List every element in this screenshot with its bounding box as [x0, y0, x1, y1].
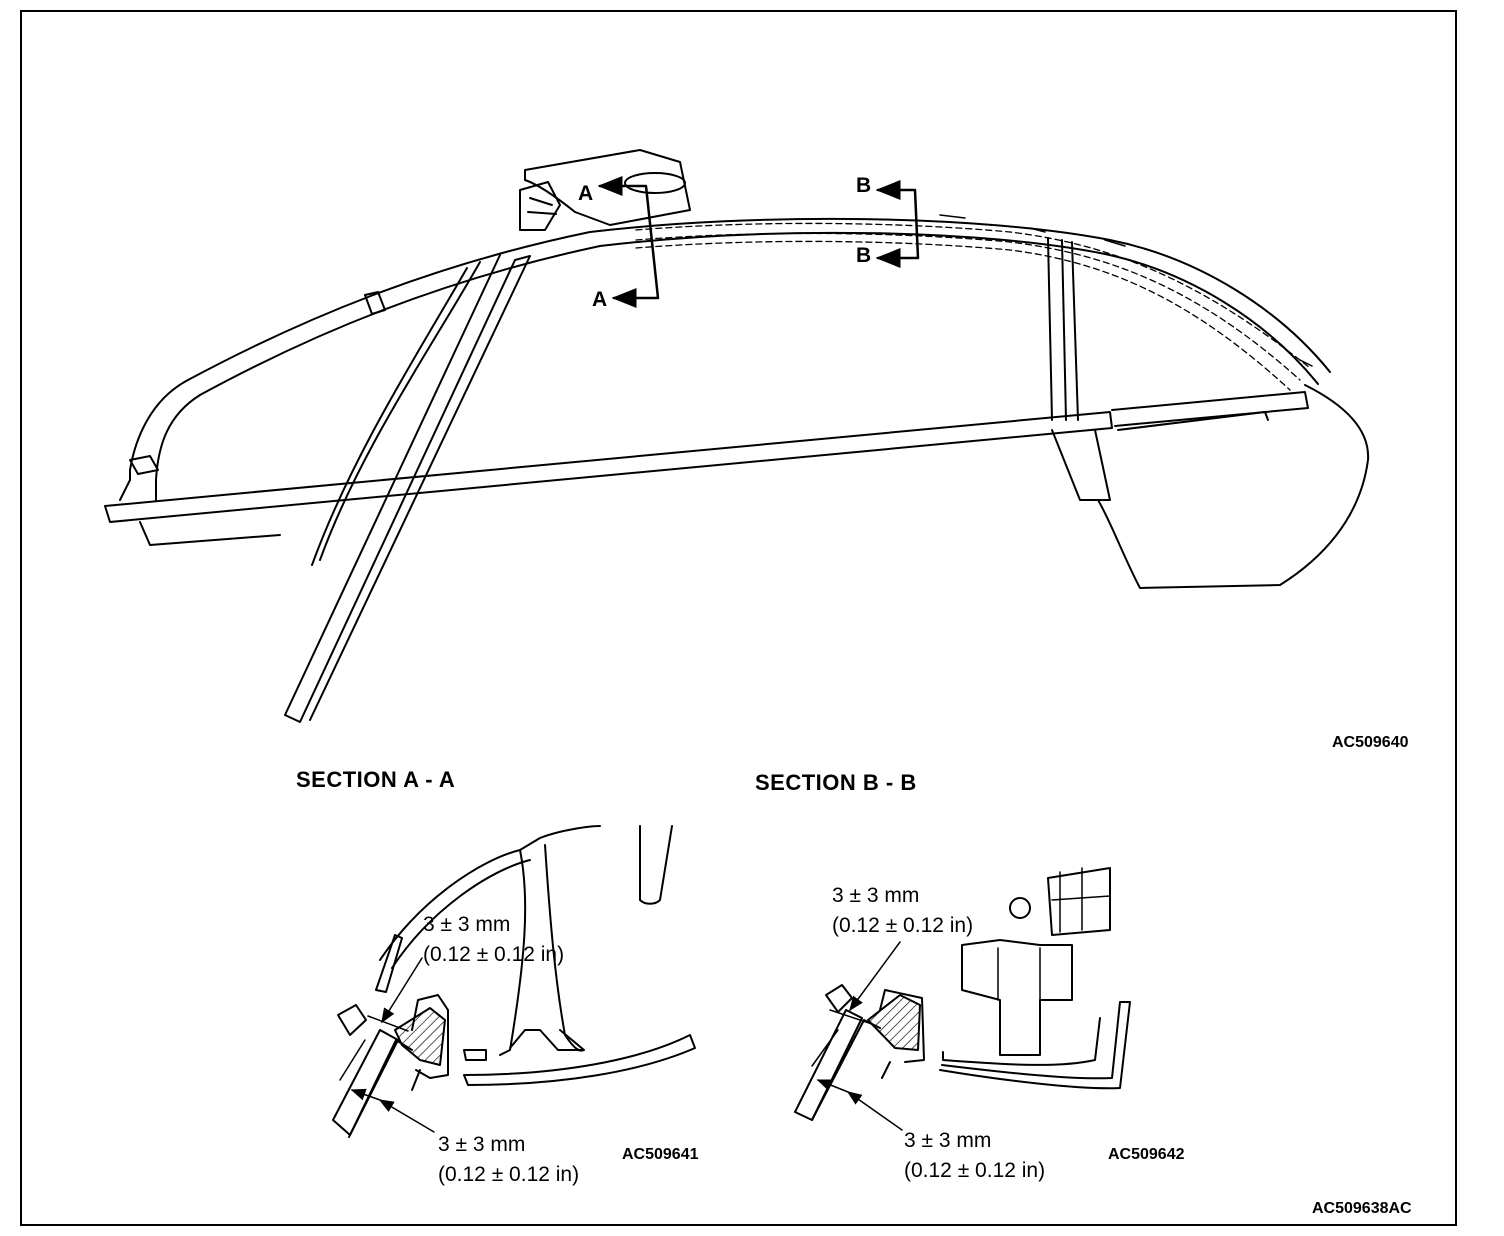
section-a-dim-bottom-metric: 3 ± 3 mm — [438, 1133, 526, 1156]
section-cut-b — [875, 180, 920, 268]
section-b-leaders — [811, 941, 903, 1131]
section-a-code: AC509641 — [622, 1146, 699, 1163]
section-b-code: AC509642 — [1108, 1146, 1185, 1163]
section-a-dim-bottom-imperial: (0.12 ± 0.12 in) — [438, 1163, 580, 1186]
section-a-leaders — [339, 957, 435, 1133]
section-a-title: SECTION A - A — [296, 767, 456, 792]
section-a-dim-top-imperial: (0.12 ± 0.12 in) — [423, 943, 565, 966]
section-b-dim-bottom-metric: 3 ± 3 mm — [904, 1129, 992, 1152]
section-cut-a — [597, 176, 660, 308]
main-view-code: AC509640 — [1332, 734, 1409, 751]
section-b-dim-bottom: 3 ± 3 mm (0.12 ± 0.12 in) — [904, 1126, 1045, 1186]
section-b-dim-top-imperial: (0.12 ± 0.12 in) — [832, 914, 974, 937]
section-a-drawing — [332, 825, 696, 1138]
section-b-dim-top-metric: 3 ± 3 mm — [832, 884, 920, 907]
section-b-dim-bottom-imperial: (0.12 ± 0.12 in) — [904, 1159, 1046, 1182]
callout-b-top: B — [856, 174, 872, 197]
figure-code: AC509638AC — [1312, 1200, 1412, 1217]
section-a-dim-top-metric: 3 ± 3 mm — [423, 913, 511, 936]
section-a-dim-top: 3 ± 3 mm (0.12 ± 0.12 in) — [423, 910, 564, 970]
section-a-dim-bottom: 3 ± 3 mm (0.12 ± 0.12 in) — [438, 1130, 579, 1190]
callout-a-bottom: A — [592, 288, 608, 311]
section-b-dim-top: 3 ± 3 mm (0.12 ± 0.12 in) — [832, 881, 973, 941]
callout-a-top: A — [578, 182, 594, 205]
section-b-title: SECTION B - B — [755, 770, 917, 795]
figure-frame — [20, 10, 1457, 1226]
callout-b-bottom: B — [856, 244, 872, 267]
door-outline — [104, 149, 1370, 723]
